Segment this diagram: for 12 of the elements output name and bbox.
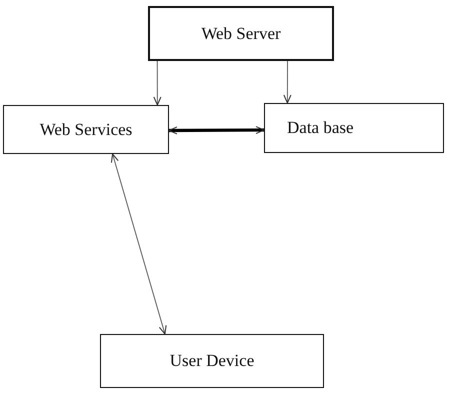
- process-box: [264, 103, 444, 153]
- box-label: User Device: [170, 351, 254, 371]
- process-box: [148, 6, 334, 61]
- box-label: Data base: [287, 118, 354, 138]
- arrow: [110, 154, 167, 334]
- arrow: [283, 60, 292, 104]
- process-box: [3, 105, 169, 154]
- box-label: Web Services: [40, 120, 132, 140]
- box-label: Web Server: [201, 24, 281, 44]
- arrow: [168, 126, 264, 134]
- arrow: [153, 60, 162, 106]
- process-box: [100, 334, 324, 388]
